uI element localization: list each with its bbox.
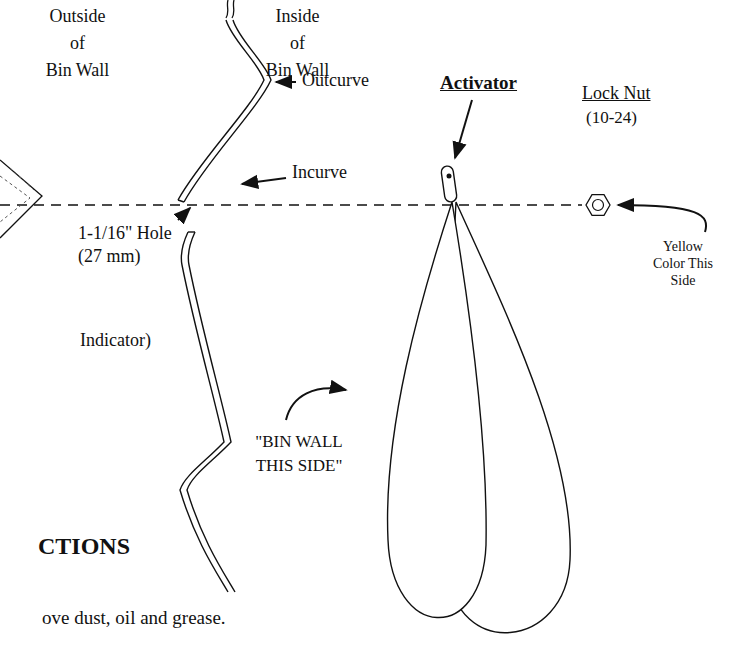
bin-wall bbox=[184, 20, 271, 202]
bin-wall bbox=[188, 231, 195, 232]
curved-arrow bbox=[286, 388, 346, 420]
bin-wall bbox=[178, 200, 184, 202]
instruction-text: ove dust, oil and grease. bbox=[42, 607, 226, 630]
dimension-label: 1-1/16" Hole (27 mm) bbox=[78, 222, 172, 268]
part-size: (10-24) bbox=[586, 108, 637, 128]
tab-hole bbox=[447, 174, 452, 179]
bin-wall bbox=[180, 232, 228, 592]
note-label: "BIN WALL THIS SIDE" bbox=[243, 430, 355, 478]
leader-arrow bbox=[455, 100, 472, 158]
bin-wall bbox=[187, 232, 235, 592]
section-heading: CTIONS bbox=[38, 532, 130, 561]
activator-tab bbox=[441, 165, 458, 202]
lock-nut-hole bbox=[593, 200, 604, 211]
curved-arrow bbox=[618, 205, 706, 232]
part-name: Lock Nut bbox=[582, 83, 650, 105]
indicator-body bbox=[0, 168, 34, 222]
part-name: Activator bbox=[440, 72, 517, 95]
note-label: Yellow Color This Side bbox=[648, 238, 718, 289]
partial-label: Indicator) bbox=[80, 330, 151, 352]
wall-side-label: Outside of Bin Wall bbox=[35, 3, 120, 84]
center-line bbox=[0, 204, 582, 205]
callout-label: Incurve bbox=[292, 162, 347, 184]
activator-paddle bbox=[388, 202, 487, 618]
lock-nut bbox=[586, 195, 610, 216]
callout-label: Outcurve bbox=[302, 70, 369, 92]
indicator-body bbox=[0, 160, 42, 238]
leader-arrow bbox=[276, 81, 296, 83]
break-mark bbox=[226, 0, 234, 18]
leader-arrow bbox=[178, 208, 190, 220]
leader-arrow bbox=[242, 178, 286, 184]
